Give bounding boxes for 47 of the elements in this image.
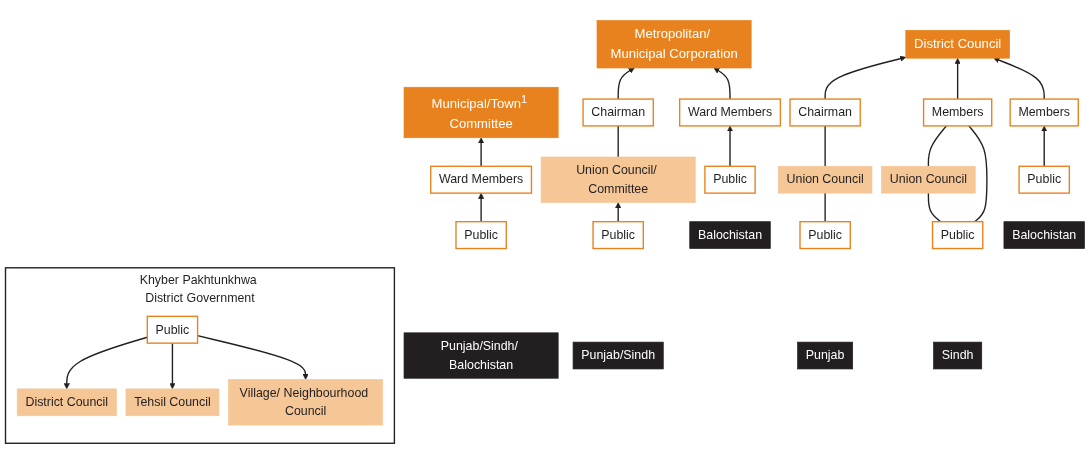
cluster [4, 267, 396, 445]
node-box [881, 166, 976, 194]
node-box [1009, 98, 1079, 127]
node-box [596, 20, 752, 69]
node-box [799, 221, 851, 250]
node-box [146, 315, 199, 344]
arrow [954, 58, 961, 100]
arrow [478, 137, 485, 168]
node-box [678, 98, 782, 127]
arrow [617, 67, 635, 100]
arrow [713, 67, 731, 100]
arrow [478, 192, 485, 223]
node-box [582, 98, 654, 127]
connector [968, 125, 988, 223]
node-box [125, 388, 220, 417]
node-box [931, 221, 984, 250]
node-box [689, 221, 771, 249]
connector [824, 192, 826, 223]
node-box [922, 98, 993, 127]
connector [927, 192, 942, 223]
node-box [16, 388, 117, 417]
arrow [727, 125, 734, 168]
node-box [1018, 165, 1071, 194]
node-box [403, 332, 559, 379]
node-box [228, 379, 384, 426]
arrow [824, 55, 907, 100]
node-box [797, 341, 853, 370]
node-box [455, 221, 507, 250]
arrow [615, 202, 622, 223]
connector [824, 125, 826, 168]
arrow [1041, 125, 1048, 168]
arrow [993, 57, 1045, 100]
node-box [1003, 221, 1085, 249]
arrow [169, 342, 176, 390]
node-box [540, 156, 696, 203]
node-box [789, 98, 861, 127]
node-box [403, 87, 559, 139]
node-box [777, 166, 873, 194]
node-box [704, 165, 756, 194]
arrow [63, 336, 148, 390]
node-box [905, 30, 1010, 59]
node-box [572, 341, 664, 370]
node-box [430, 165, 533, 194]
connector [617, 125, 619, 158]
node-box [933, 341, 983, 370]
connector [927, 125, 948, 168]
node-box [592, 221, 644, 250]
